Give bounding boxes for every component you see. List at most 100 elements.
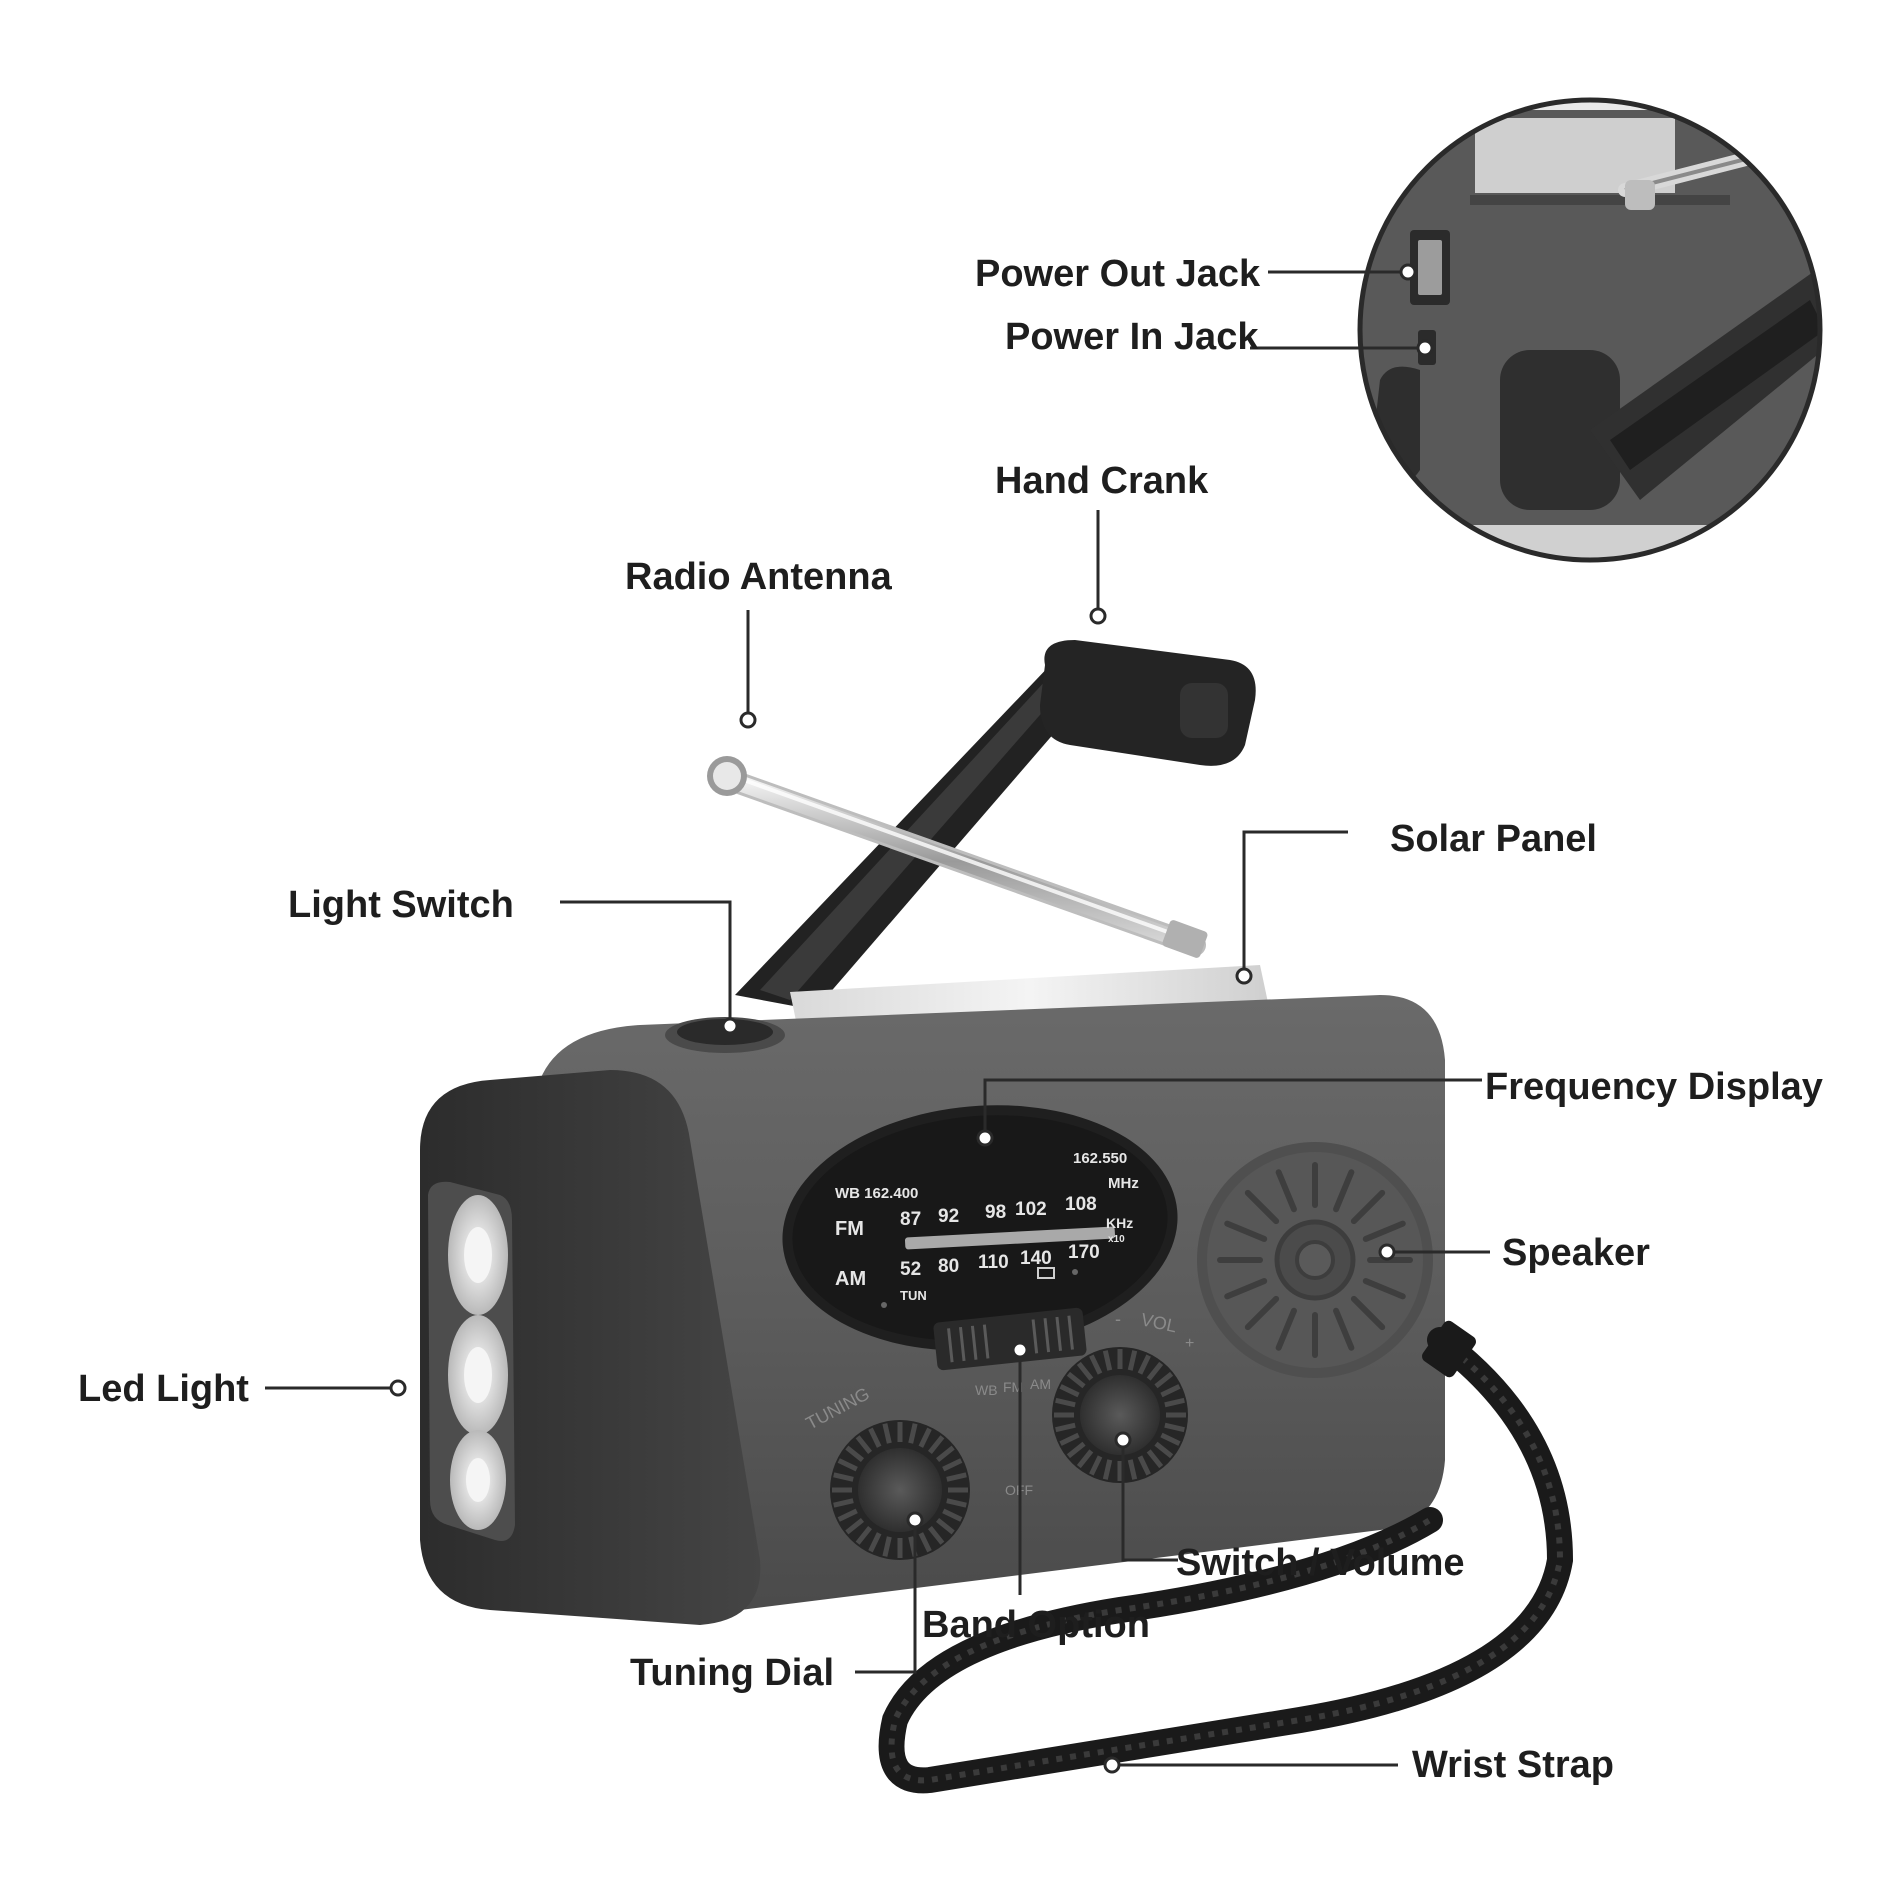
knob-ridge — [837, 1508, 858, 1522]
fm-tick-1: 92 — [938, 1206, 959, 1227]
inset-detail — [1357, 97, 1823, 563]
knob-ridge — [1102, 1350, 1113, 1371]
knob-ridge — [1137, 1354, 1151, 1375]
tuning-scale-bar — [904, 1226, 1116, 1250]
label-band-option: Band Option — [922, 1604, 1150, 1646]
label-speaker: Speaker — [1502, 1232, 1650, 1274]
am-tick-0: 52 — [900, 1259, 921, 1280]
band-am-label: AM — [1030, 1376, 1051, 1392]
knob-ridge — [946, 1498, 967, 1508]
fm-tick-2: 98 — [985, 1202, 1006, 1223]
speaker-slot — [1350, 1189, 1386, 1225]
label-led-light: Led Light — [78, 1368, 249, 1410]
knob-ridge — [918, 1532, 932, 1553]
mhz-label: MHz — [1108, 1175, 1139, 1192]
leader-lines — [265, 263, 1490, 1774]
knob-ridge — [1102, 1459, 1113, 1480]
knob-ridge — [946, 1472, 967, 1482]
knob-ridge — [1076, 1361, 1094, 1381]
radio: WB 162.400 162.550 MHz FM 87 92 98 102 1… — [420, 640, 1574, 1794]
label-wrist-strap: Wrist Strap — [1412, 1744, 1615, 1786]
label-power-out-jack: Power Out Jack — [975, 253, 1261, 295]
knob-ridge — [1160, 1432, 1181, 1446]
tun-label: TUN — [900, 1288, 927, 1303]
band-wb-label: WB — [975, 1382, 998, 1398]
speaker-slot — [1275, 1307, 1297, 1351]
speaker-slot — [1362, 1220, 1406, 1242]
knob-ridge — [1146, 1361, 1164, 1381]
knob-ridge — [868, 1532, 882, 1553]
led-light — [428, 1181, 515, 1541]
knob-ridge — [1055, 1397, 1076, 1408]
am-tick-3: 140 — [1020, 1248, 1052, 1269]
speaker — [1197, 1142, 1433, 1378]
knob-ridge — [1055, 1422, 1076, 1433]
knob-ridge — [927, 1525, 945, 1545]
label-light-switch: Light Switch — [288, 884, 514, 926]
x10-label: x10 — [1108, 1234, 1125, 1245]
am-label: AM — [835, 1268, 866, 1290]
label-hand-crank: Hand Crank — [995, 460, 1209, 502]
tun-indicator-icon — [881, 1302, 887, 1308]
khz-label: KHz — [1106, 1215, 1133, 1231]
switch-volume-knob[interactable] — [1052, 1347, 1188, 1483]
knob-ridge — [935, 1445, 955, 1463]
knob-ridge — [942, 1508, 963, 1522]
am-tick-2: 110 — [978, 1252, 1009, 1273]
speaker-slot — [1275, 1169, 1297, 1213]
am-tick-1: 80 — [938, 1256, 959, 1277]
battery-icon — [1037, 1267, 1055, 1279]
fm-label: FM — [835, 1218, 864, 1240]
knob-ridge — [833, 1498, 854, 1508]
knob-ridge — [942, 1458, 963, 1472]
speaker-slot — [1224, 1278, 1268, 1300]
speaker-slot — [1244, 1295, 1280, 1331]
speaker-slot — [1362, 1278, 1406, 1300]
knob-ridge — [845, 1517, 865, 1535]
label-tuning-dial: Tuning Dial — [630, 1652, 835, 1694]
vol-minus-print: - — [1115, 1309, 1121, 1329]
fm-tick-3: 102 — [1015, 1199, 1047, 1220]
knob-ridge — [908, 1423, 918, 1444]
tuning-dial-knob[interactable] — [830, 1420, 970, 1560]
knob-ridge — [1059, 1432, 1080, 1446]
knob-ridge — [927, 1435, 945, 1455]
knob-ridge — [1154, 1441, 1174, 1459]
knob-ridge — [1164, 1397, 1185, 1408]
vol-plus-print: + — [1185, 1335, 1194, 1352]
inset-crank-base — [1500, 350, 1620, 510]
knob-ridge — [1089, 1455, 1103, 1476]
band-fm-label: FM — [1003, 1379, 1023, 1395]
knob-ridge — [1160, 1384, 1181, 1398]
label-switch-volume: Switch / Volume — [1176, 1542, 1465, 1584]
knob-ridge — [855, 1435, 873, 1455]
wb-end-label: 162.550 — [1073, 1150, 1127, 1167]
knob-ridge — [935, 1517, 955, 1535]
label-frequency-display: Frequency Display — [1485, 1066, 1823, 1108]
fm-tick-4: 108 — [1065, 1194, 1097, 1215]
knob-ridge — [868, 1427, 882, 1448]
frequency-display: WB 162.400 162.550 MHz FM 87 92 98 102 1… — [782, 1105, 1178, 1351]
am-tick-4: 170 — [1068, 1242, 1100, 1263]
band-option-slider[interactable]: WB FM AM — [933, 1307, 1087, 1398]
knob-ridge — [1127, 1350, 1138, 1371]
speaker-slot — [1333, 1169, 1355, 1213]
knob-ridge — [1154, 1371, 1174, 1389]
speaker-slot — [1350, 1295, 1386, 1331]
knob-ridge — [1146, 1449, 1164, 1469]
knob-ridge — [918, 1427, 932, 1448]
knob-ridge — [1066, 1441, 1086, 1459]
knob-ridge — [1059, 1384, 1080, 1398]
knob-ridge — [1164, 1422, 1185, 1433]
fm-tick-0: 87 — [900, 1209, 921, 1230]
speaker-slot — [1244, 1189, 1280, 1225]
knob-ridge — [837, 1458, 858, 1472]
knob-ridge — [845, 1445, 865, 1463]
knob-ridge — [855, 1525, 873, 1545]
knob-ridge — [833, 1472, 854, 1482]
knob-ridge — [1076, 1449, 1094, 1469]
label-power-in-jack: Power In Jack — [1005, 316, 1259, 358]
knob-ridge — [1089, 1354, 1103, 1375]
label-solar-panel: Solar Panel — [1390, 818, 1597, 860]
